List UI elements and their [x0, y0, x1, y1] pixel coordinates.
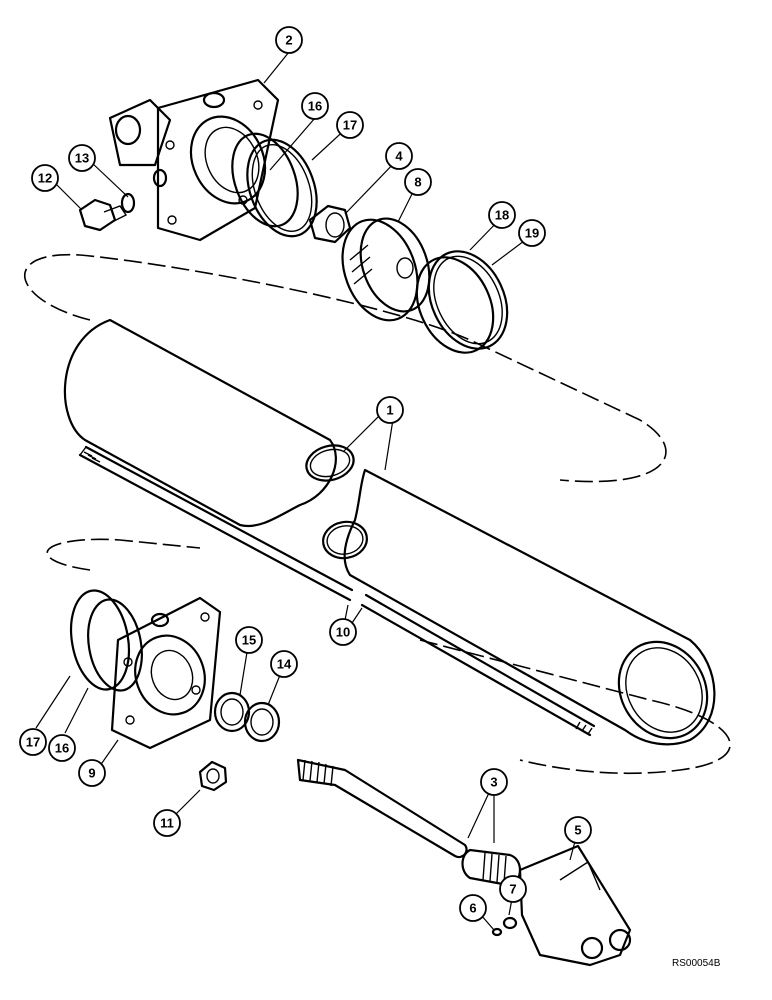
callout-11-label: 11: [160, 816, 174, 831]
callout-17-lower: 17: [19, 728, 47, 756]
reference-code: RS00054B: [672, 958, 721, 969]
callout-4-label: 4: [395, 149, 403, 164]
clevis-5: [518, 844, 632, 967]
callout-9-label: 9: [88, 766, 95, 781]
callout-10-label: 10: [336, 625, 350, 640]
setscrew-7: [491, 916, 518, 937]
callout-13-label: 13: [75, 151, 89, 166]
callout-8-label: 8: [414, 175, 421, 190]
callout-9: 9: [78, 759, 106, 787]
callout-12: 12: [31, 164, 59, 192]
callout-6: 6: [459, 894, 487, 922]
tie-rod-10: [78, 445, 596, 737]
callout-13: 13: [68, 144, 96, 172]
leader-lines: [35, 51, 579, 931]
callout-4: 4: [385, 142, 413, 170]
callout-3: 3: [480, 768, 508, 796]
callout-15-label: 15: [242, 633, 256, 648]
callout-1-label: 1: [386, 403, 393, 418]
piston-rod-3: [296, 758, 521, 887]
callout-15: 15: [235, 626, 263, 654]
callout-7: 7: [499, 875, 527, 903]
callout-8: 8: [404, 168, 432, 196]
callout-16: 16: [301, 92, 329, 120]
callout-1: 1: [376, 396, 404, 424]
callout-2-label: 2: [285, 33, 292, 48]
callout-16-lower: 16: [48, 734, 76, 762]
callout-19: 19: [518, 219, 546, 247]
callout-17-lower-label: 17: [26, 735, 40, 750]
bushings-14-15: [213, 691, 281, 743]
callout-18: 18: [488, 201, 516, 229]
piston-8: [341, 217, 431, 322]
callout-14: 14: [270, 650, 298, 678]
callout-18-label: 18: [495, 208, 509, 223]
callout-14-label: 14: [277, 657, 292, 672]
seals-upper: [231, 132, 318, 238]
callout-2: 2: [275, 26, 303, 54]
callout-16-label: 16: [308, 99, 322, 114]
callout-17-label: 17: [343, 118, 357, 133]
assembly-loop-lower: [46, 538, 731, 775]
nut-4: [308, 204, 352, 244]
assembly-loop-upper: [23, 253, 667, 483]
o-rings-1: [305, 444, 368, 560]
callout-11: 11: [153, 809, 181, 837]
callout-6-label: 6: [469, 901, 476, 916]
cylinder-tube: [63, 318, 716, 746]
plug-12: [78, 192, 136, 232]
callout-3-label: 3: [490, 775, 497, 790]
callout-5-label: 5: [574, 823, 581, 838]
nut-11: [198, 760, 228, 792]
callout-17: 17: [336, 111, 364, 139]
callout-5: 5: [564, 816, 592, 844]
callout-16-lower-label: 16: [55, 741, 69, 756]
callout-12-label: 12: [38, 171, 52, 186]
cylinder-head-9: [69, 589, 222, 750]
callout-7-label: 7: [509, 882, 516, 897]
callout-10: 10: [329, 618, 357, 646]
seals-18-19: [415, 250, 509, 354]
callout-19-label: 19: [525, 226, 539, 241]
